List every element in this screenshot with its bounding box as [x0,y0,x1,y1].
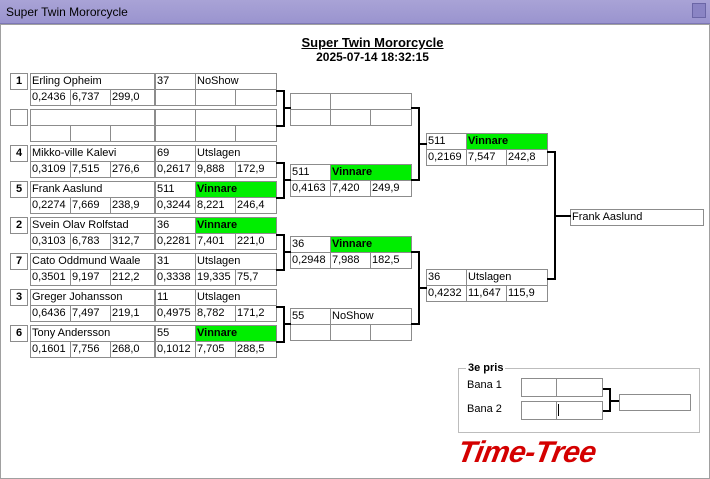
third-place-group [458,368,700,433]
seed-number: 5 [10,181,28,198]
rider-speed[interactable]: 219,1 [110,305,155,322]
third-place-title: 3e pris [466,362,506,374]
time-tree-logo: Time-Tree [455,436,599,469]
seed-number: 3 [10,289,28,306]
opponent-speed[interactable]: 288,5 [235,341,277,358]
rider-speed[interactable]: 312,7 [110,233,155,250]
semi-speed[interactable] [370,109,412,126]
page-title: Super Twin Mororcycle [301,35,444,50]
opponent-speed[interactable]: 171,2 [235,305,277,322]
seed-number: 7 [10,253,28,270]
final-speed[interactable]: 115,9 [506,285,548,302]
final-speed[interactable]: 242,8 [506,149,548,166]
bana2-status[interactable] [556,401,603,420]
opponent-speed[interactable]: 75,7 [235,269,277,286]
opponent-speed[interactable] [235,89,277,106]
bana1-id[interactable] [521,378,557,397]
seed-number: 2 [10,217,28,234]
semi-speed[interactable] [370,324,412,341]
seed-number: 6 [10,325,28,342]
rider-speed[interactable]: 268,0 [110,341,155,358]
bana2-id[interactable] [521,401,557,420]
bana1-status[interactable] [556,378,603,397]
title-bar: Super Twin Mororcycle [0,0,710,24]
timestamp: 2025-07-14 18:32:15 [316,50,429,64]
text-cursor [558,404,559,416]
seed-number [10,109,28,126]
bana2-label: Bana 2 [467,403,502,415]
semi-speed[interactable]: 182,5 [370,252,412,269]
winner-name[interactable]: Frank Aaslund [570,209,704,226]
opponent-status[interactable]: Vinnare [195,217,277,234]
semi-status[interactable]: Vinnare [330,236,412,253]
window-title: Super Twin Mororcycle [6,5,128,19]
rider-speed[interactable]: 276,6 [110,161,155,178]
rider-speed[interactable]: 212,2 [110,269,155,286]
opponent-speed[interactable]: 246,4 [235,197,277,214]
final-status[interactable]: Vinnare [466,133,548,150]
opponent-speed[interactable]: 172,9 [235,161,277,178]
opponent-speed[interactable] [235,125,277,142]
bana1-label: Bana 1 [467,379,502,391]
semi-speed[interactable]: 249,9 [370,180,412,197]
rider-speed[interactable] [110,125,155,142]
rider-speed[interactable]: 238,9 [110,197,155,214]
opponent-status[interactable]: Vinnare [195,181,277,198]
rider-speed[interactable]: 299,0 [110,89,155,106]
close-button[interactable] [692,3,706,18]
opponent-speed[interactable]: 221,0 [235,233,277,250]
seed-number: 4 [10,145,28,162]
opponent-status[interactable]: Vinnare [195,325,277,342]
third-place-winner[interactable] [619,394,691,411]
seed-number: 1 [10,73,28,90]
